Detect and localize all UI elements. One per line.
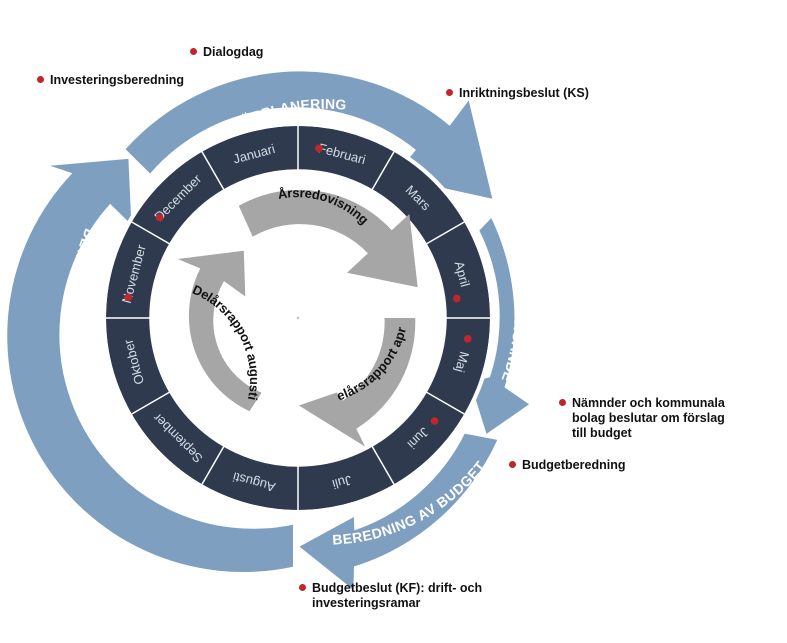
month-divider: [201, 445, 225, 485]
report-arrows: [177, 189, 418, 447]
month-marker-maj: [463, 335, 472, 343]
month-ring-outer-edge: [102, 122, 494, 514]
arrow-arsredovisning: [238, 189, 418, 288]
arrow-delarsrapport-augusti: [177, 250, 262, 412]
month-marker-december: [155, 213, 164, 222]
month-markers: [124, 144, 472, 425]
annotation-budgetbeslut: Budgetbeslut (KF): drift- och investerin…: [299, 581, 482, 611]
month-divider: [131, 221, 171, 245]
marker-dot: [299, 584, 306, 591]
month-label-juli: Juli: [331, 472, 354, 492]
month-dividers: [106, 126, 490, 510]
annotation-dialogdag: Dialogdag: [190, 45, 263, 60]
marker-dot: [559, 399, 566, 406]
month-marker-juni: [430, 417, 439, 425]
month-label-april: April: [452, 259, 473, 288]
month-marker-april: [453, 294, 461, 303]
annotation-namnder: Nämnder och kommunala bolag beslutar om …: [559, 396, 725, 441]
arrow-stallningstagande: [470, 218, 530, 434]
arrow-delarsrapport-april: [298, 318, 416, 447]
month-divider: [425, 221, 465, 245]
arrow-detaljbudget: [7, 158, 293, 573]
month-divider: [371, 445, 395, 485]
month-divider: [201, 151, 225, 191]
marker-dot: [509, 461, 516, 468]
month-label-maj: Maj: [452, 350, 472, 374]
phase-arrows: [7, 71, 530, 590]
center-point: [296, 316, 300, 320]
month-marker-februari: [315, 144, 323, 153]
annotation-inriktningsbeslut: Inriktningsbeslut (KS): [446, 86, 589, 101]
marker-dot: [190, 48, 197, 55]
marker-dot: [446, 89, 453, 96]
arrow-beredning: [299, 433, 498, 590]
month-divider: [131, 391, 171, 415]
annotation-investeringsberedning: Investeringsberedning: [37, 73, 184, 88]
month-divider: [425, 391, 465, 415]
annotation-budgetberedning: Budgetberedning: [509, 458, 625, 473]
marker-dot: [37, 76, 44, 83]
arrow-forplanering: [125, 71, 493, 199]
month-marker-november: [124, 293, 133, 301]
month-divider: [371, 151, 395, 191]
